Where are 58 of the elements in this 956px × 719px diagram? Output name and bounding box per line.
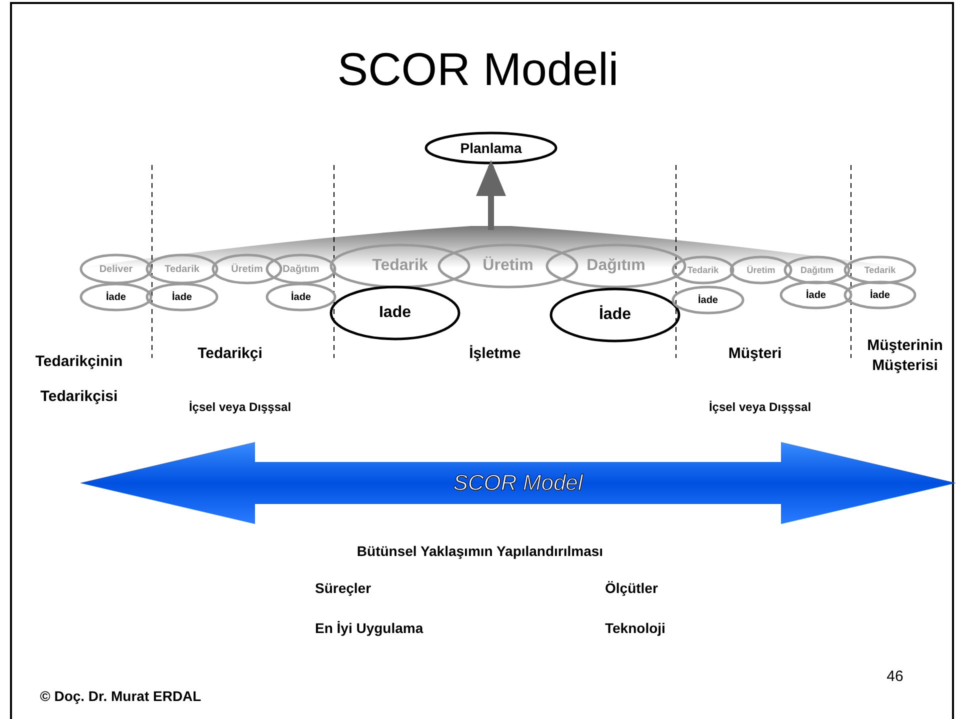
node-label: Dağıtım bbox=[800, 265, 834, 275]
node-label: Üretim bbox=[231, 264, 263, 274]
process-ellipse bbox=[146, 254, 218, 284]
process-ellipse bbox=[266, 283, 336, 311]
node-label: Dağıtım bbox=[282, 264, 320, 274]
region-label: Müşterinin Müşterisi bbox=[866, 336, 944, 375]
node-label: Tedarik bbox=[372, 257, 428, 275]
node-label: Dağıtım bbox=[586, 257, 646, 275]
node-label: Planlama bbox=[460, 140, 522, 156]
node-label: Deliver bbox=[99, 264, 133, 274]
arrow bbox=[476, 160, 506, 230]
node-label: İade bbox=[106, 292, 126, 302]
list-item: Süreçler bbox=[315, 580, 372, 596]
list-item: Teknoloji bbox=[605, 620, 666, 636]
process-ellipse bbox=[550, 288, 680, 342]
node-label: İade bbox=[870, 290, 890, 300]
node-label: Iade bbox=[378, 304, 411, 322]
node-label: İade bbox=[290, 292, 311, 302]
process-ellipse bbox=[425, 132, 557, 164]
process-ellipse bbox=[780, 281, 852, 309]
node-label: Tedarik bbox=[687, 265, 719, 275]
node-label: Üretim bbox=[746, 265, 776, 275]
process-ellipse bbox=[330, 244, 470, 288]
node-label: İade bbox=[598, 306, 631, 324]
process-ellipse bbox=[546, 244, 686, 288]
process-ellipse bbox=[146, 283, 218, 311]
region-label: İşletme bbox=[468, 345, 522, 362]
list-item: Ölçütler bbox=[605, 580, 659, 596]
list-item: En İyi Uygulama bbox=[315, 620, 424, 636]
process-ellipse bbox=[730, 256, 792, 284]
footer-text: © Doç. Dr. Murat ERDAL bbox=[40, 688, 202, 704]
process-ellipse bbox=[672, 286, 744, 314]
process-ellipse bbox=[80, 254, 152, 284]
note-text: İçsel veya Dışşsal bbox=[708, 400, 812, 414]
region-label: Tedarikçinin Tedarikçisi bbox=[34, 352, 124, 406]
process-ellipse bbox=[212, 254, 282, 284]
process-ellipse bbox=[80, 283, 152, 311]
region-label: Tedarikçi bbox=[196, 345, 264, 362]
node-label: Üretim bbox=[482, 257, 534, 275]
slide-title: SCOR Modeli bbox=[336, 42, 620, 96]
double-arrow bbox=[80, 442, 956, 524]
node-label: Tedarik bbox=[164, 264, 200, 274]
process-ellipse bbox=[330, 286, 460, 340]
process-ellipse bbox=[784, 256, 850, 284]
page-number: 46 bbox=[886, 668, 904, 685]
node-label: Tedarik bbox=[864, 265, 896, 275]
region-label: Müşteri bbox=[727, 345, 783, 362]
subheading: Bütünsel Yaklaşımın Yapılandırılması bbox=[356, 543, 604, 559]
note-text: İçsel veya Dışşsal bbox=[188, 400, 292, 414]
process-ellipse bbox=[266, 254, 336, 284]
process-ellipse bbox=[438, 244, 578, 288]
node-label: İade bbox=[172, 292, 192, 302]
process-ellipse bbox=[844, 256, 916, 284]
process-ellipse bbox=[672, 256, 734, 284]
node-label: İade bbox=[806, 290, 826, 300]
node-label: İade bbox=[698, 294, 718, 306]
process-ellipse bbox=[844, 281, 916, 309]
arrow-label: SCOR Model bbox=[453, 470, 583, 496]
